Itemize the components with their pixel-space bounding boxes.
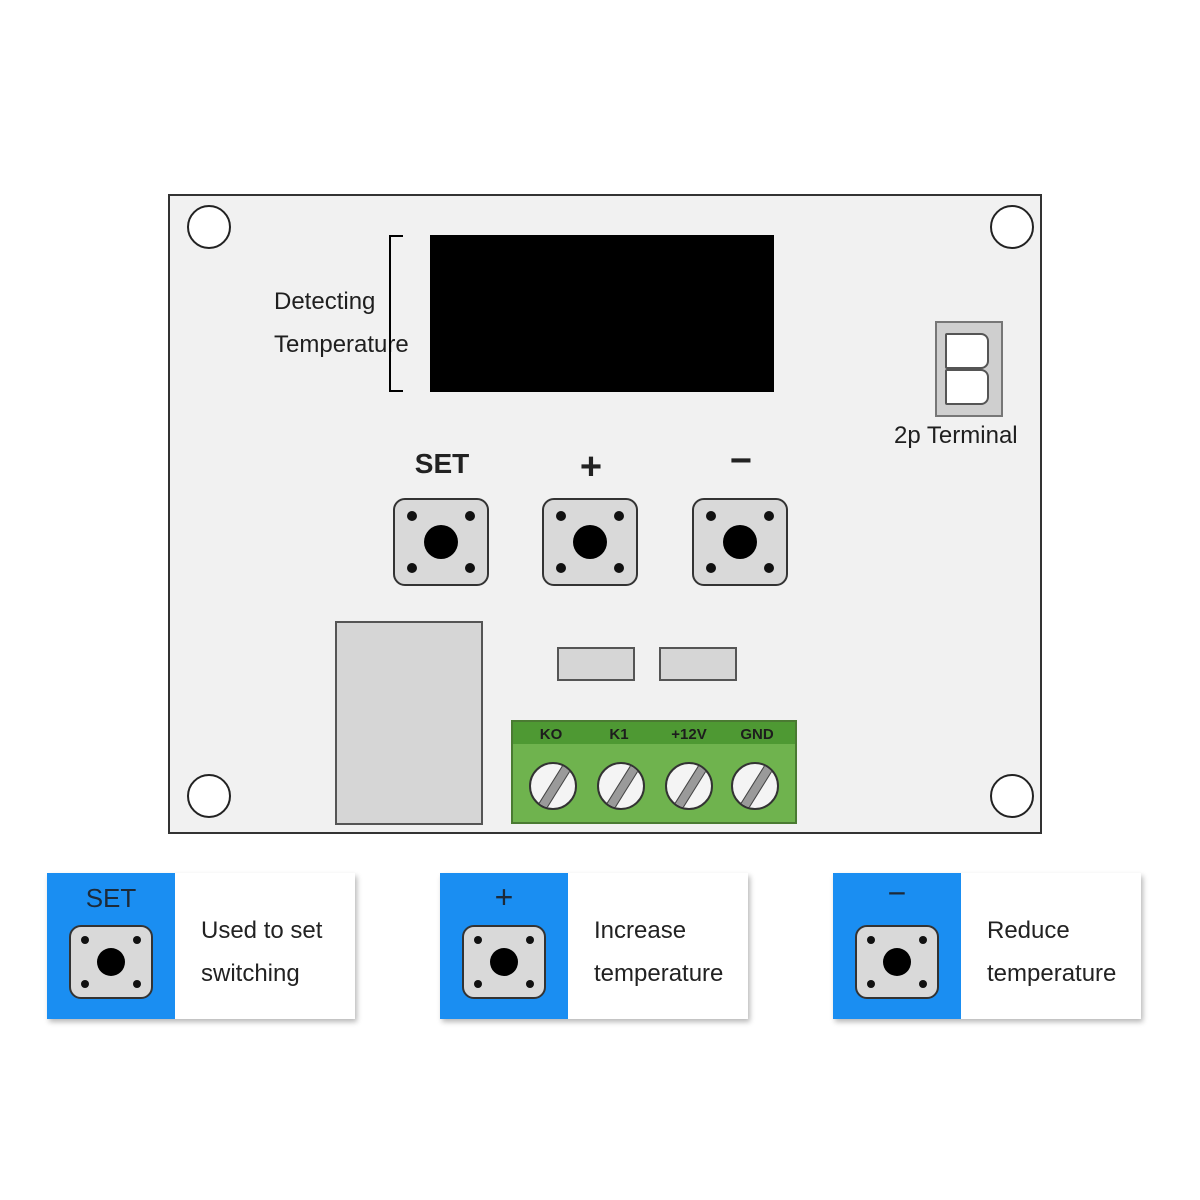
terminal-slot-1 (945, 333, 989, 369)
terminal-slot-2 (945, 369, 989, 405)
display-label-line2: Temperature (274, 331, 409, 358)
legend-description-line2: temperature (594, 960, 724, 987)
legend-description: Reduce temperature (987, 909, 1116, 995)
display-label-line1: Detecting (274, 288, 376, 315)
display-label-bracket (389, 235, 431, 392)
mounting-hole-bottom-right (990, 774, 1034, 818)
mounting-hole-bottom-left (187, 774, 231, 818)
terminal-label: 2p Terminal (894, 422, 1018, 449)
legend-description-line1: Used to set (201, 917, 323, 944)
screw-terminal-header (513, 722, 795, 744)
legend-glyph-plus: + (494, 879, 514, 915)
minus-button-icon (855, 925, 939, 999)
plus-button[interactable] (542, 498, 638, 586)
pin-label-12v: +12V (671, 726, 707, 743)
screw-icon[interactable] (731, 762, 779, 810)
legend-card-set: SET Used to set switching (47, 873, 355, 1019)
legend-accent: + (440, 873, 568, 1019)
legend-description-line1: Increase (594, 917, 687, 944)
legend-accent: − (833, 873, 961, 1019)
set-button-label: SET (414, 448, 470, 479)
legend-description: Used to set switching (201, 909, 322, 995)
pin-label-ko: KO (539, 726, 563, 743)
plus-button-label: + (579, 446, 603, 488)
screw-icon[interactable] (665, 762, 713, 810)
mounting-hole-top-right (990, 205, 1034, 249)
set-button-icon (69, 925, 153, 999)
led-pad-left (557, 647, 635, 681)
legend-description-line2: switching (201, 960, 300, 987)
legend-description: Increase temperature (594, 909, 723, 995)
controller-board: Detecting Temperature 2p Terminal SET + … (168, 194, 1042, 834)
relay (335, 621, 483, 825)
led-pad-right (659, 647, 737, 681)
two-pin-terminal (935, 321, 1003, 417)
legend-glyph-minus: − (887, 875, 907, 911)
set-button[interactable] (393, 498, 489, 586)
display-label: Detecting Temperature (274, 280, 409, 366)
screw-terminal-block: KO K1 +12V GND (511, 720, 797, 824)
legend-description-line1: Reduce (987, 917, 1070, 944)
legend-card-plus: + Increase temperature (440, 873, 748, 1019)
screw-icon[interactable] (597, 762, 645, 810)
pin-label-gnd: GND (740, 726, 774, 743)
screw-icon[interactable] (529, 762, 577, 810)
temperature-display (430, 235, 774, 392)
minus-button[interactable] (692, 498, 788, 586)
legend-card-minus: − Reduce temperature (833, 873, 1141, 1019)
mounting-hole-top-left (187, 205, 231, 249)
plus-button-icon (462, 925, 546, 999)
legend-accent: SET (47, 873, 175, 1019)
pin-label-k1: K1 (609, 726, 629, 743)
legend-description-line2: temperature (987, 960, 1117, 987)
minus-button-label: − (729, 440, 753, 482)
legend-glyph-set: SET (85, 883, 137, 913)
